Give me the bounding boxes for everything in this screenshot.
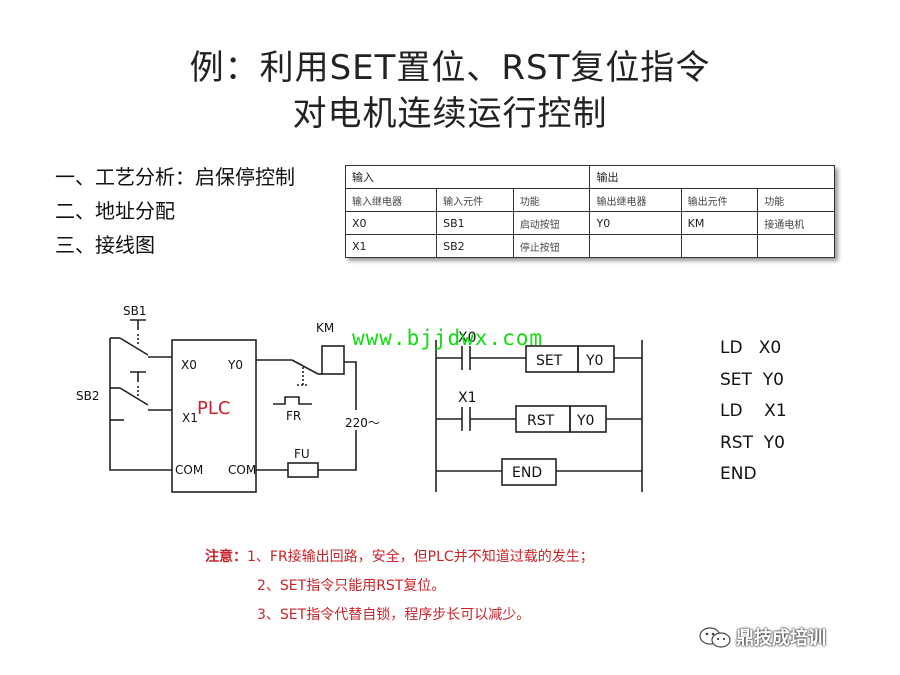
- x1-contact: [436, 407, 516, 431]
- table-cell: [680, 234, 759, 258]
- notes-block: 注意：1、FR接输出回路，安全，但PLC并不知道过载的发生； 2、SET指令只能…: [205, 543, 594, 630]
- ladder-diagram: [435, 340, 643, 492]
- fu-label: FU: [294, 447, 310, 461]
- end-box: [501, 458, 557, 486]
- table-cell: SB2: [436, 234, 514, 258]
- km-coil: [321, 345, 345, 375]
- wechat-icon: [699, 627, 731, 648]
- step-item: 三、接线图: [55, 233, 155, 257]
- fr-actuator: [297, 367, 309, 386]
- step-item: 一、工艺分析：启保停控制: [55, 165, 295, 189]
- ladder-x0-label: X0: [458, 330, 477, 346]
- set-operand: Y0: [585, 353, 603, 369]
- table-header: 输入元件: [436, 188, 514, 212]
- table-row: X1 SB2 停止按钮: [344, 234, 835, 258]
- instruction-line: END: [720, 464, 757, 484]
- table-cell: 启动按钮: [512, 211, 591, 235]
- sb2-label: SB2: [76, 389, 99, 403]
- fr-contact: [291, 359, 319, 375]
- table-cell: [589, 234, 682, 258]
- note-item: 3、SET指令代替自锁，程序步长可以减少。: [257, 607, 531, 623]
- io-assignment-table: 输入 输出 输入继电器 输入元件 功能 输出继电器 输出元件 功能 X0 SB1…: [344, 165, 835, 258]
- step-item: 二、地址分配: [55, 199, 175, 223]
- x1-terminal-label: X1: [182, 411, 198, 425]
- km-to-supply-wire: [344, 361, 357, 410]
- ladder-x1-label: X1: [458, 390, 477, 406]
- table-cell: Y0: [589, 211, 682, 235]
- table-header: 功能: [757, 188, 835, 212]
- x0-contact: [436, 346, 526, 370]
- note-item: 1、FR接输出回路，安全，但PLC并不知道过载的发生；: [247, 549, 594, 565]
- y0-terminal-label: Y0: [227, 358, 243, 372]
- rst-instruction: RST: [527, 413, 555, 429]
- set-y0-box: [577, 345, 615, 373]
- rst-operand: Y0: [576, 413, 594, 429]
- set-instruction: SET: [536, 353, 563, 369]
- fr-label: FR: [286, 409, 301, 423]
- table-header: 输入继电器: [344, 188, 438, 212]
- sb1-button-cap: [130, 319, 146, 330]
- instruction-line: LD X1: [720, 401, 787, 421]
- note-item: 2、SET指令只能用RST复位。: [257, 578, 446, 594]
- left-rail-wire: [109, 338, 172, 471]
- notes-lead: 注意：: [205, 549, 247, 565]
- end-instruction: END: [512, 465, 542, 481]
- steps-list: 一、工艺分析：启保停控制 二、地址分配 三、接线图: [55, 160, 295, 262]
- sb1-label: SB1: [123, 304, 146, 318]
- sb1-contact: [119, 337, 149, 356]
- com-left-label: COM: [175, 463, 203, 477]
- group-input: 输入: [344, 165, 591, 189]
- table-group-row: 输入 输出: [344, 165, 835, 189]
- km-label: KM: [316, 321, 334, 335]
- sb2-contact: [119, 387, 149, 406]
- table-cell: 停止按钮: [512, 234, 591, 258]
- com-right-label: COM: [228, 463, 256, 477]
- slide-title-line2: 对电机连续运行控制: [292, 94, 608, 134]
- voltage-label: 220～: [345, 416, 380, 430]
- plc-box: [171, 339, 257, 493]
- x0-terminal-label: X0: [181, 358, 197, 372]
- instruction-line: RST Y0: [720, 432, 785, 453]
- brand-name: 鼎技成培训: [736, 628, 826, 649]
- sb2-button-cap: [130, 371, 146, 382]
- watermark-url: www.bjjdwx.com: [352, 326, 544, 350]
- table-cell: X0: [344, 211, 438, 235]
- instruction-line: LD X0: [720, 338, 782, 358]
- slide-title-line1: 例：利用SET置位、RST复位指令: [189, 48, 711, 88]
- table-cell: X1: [344, 234, 438, 258]
- fr-thermal-element: [273, 396, 312, 405]
- wiring-diagram: [109, 319, 357, 493]
- table-cell: KM: [680, 211, 759, 235]
- brand-watermark: 鼎技成培训: [698, 624, 826, 650]
- fu-fuse: [287, 462, 319, 478]
- table-cell: [757, 234, 835, 258]
- plc-label: PLC: [197, 398, 230, 419]
- instruction-list: LD X0 SET Y0 LD X1 RST Y0 END: [720, 333, 787, 491]
- instruction-line: SET Y0: [720, 369, 784, 390]
- supply-to-fu-wire: [318, 430, 357, 471]
